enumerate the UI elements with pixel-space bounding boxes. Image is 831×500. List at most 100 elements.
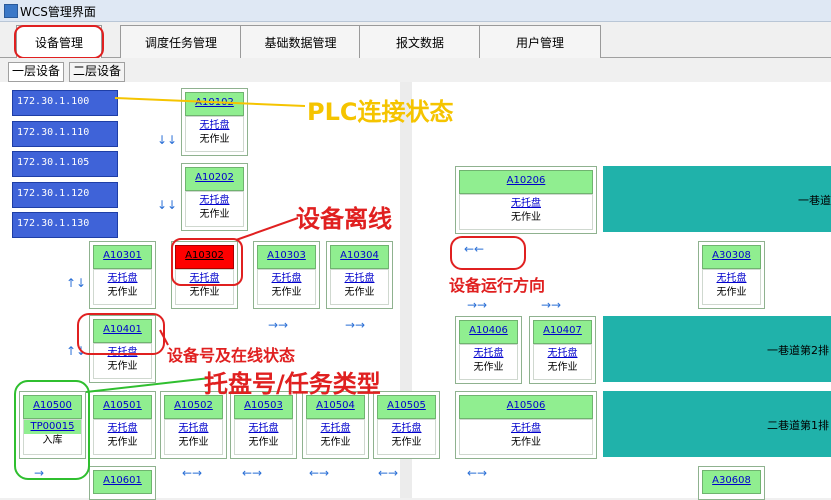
device-id[interactable]: A10504 [306, 395, 365, 419]
device-id[interactable]: A10601 [93, 470, 152, 494]
task-label: 无作业 [320, 437, 351, 448]
device-id[interactable]: A10505 [377, 395, 436, 419]
device-id[interactable]: A10503 [234, 395, 293, 419]
tray-link[interactable]: 无托盘 [511, 423, 541, 434]
device-A10502[interactable]: A10502 无托盘无作业 [160, 391, 227, 459]
task-label: 无作业 [511, 212, 541, 223]
lane-2-row-1-label: 二巷道第1排 [767, 419, 829, 432]
device-id[interactable]: A30308 [702, 245, 761, 269]
device-id[interactable]: A10501 [93, 395, 152, 419]
task-label: 无作业 [107, 437, 138, 448]
plc-status-5: 172.30.1.130 [12, 212, 118, 238]
annotation-tray-task: 托盘号/任务类型 [204, 370, 381, 398]
tray-link[interactable]: 无托盘 [473, 348, 504, 359]
task-label: 无作业 [511, 437, 541, 448]
device-A10407[interactable]: A10407 无托盘无作业 [529, 316, 596, 384]
annotation-device-online: 设备号及在线状态 [167, 346, 296, 365]
arrow-left-right-icon: ←→ [182, 466, 203, 480]
tab-device-management[interactable]: 设备管理 [16, 25, 102, 59]
device-A10206[interactable]: A10206 无托盘无作业 [455, 166, 597, 234]
tab-layer-1[interactable]: 一层设备 [8, 62, 65, 82]
device-A30608[interactable]: A30608 [698, 466, 765, 500]
plc-status-2: 172.30.1.110 [12, 121, 118, 147]
device-A10504[interactable]: A10504 无托盘无作业 [302, 391, 369, 459]
arrow-up-down-icon: ↑↓ [66, 276, 87, 290]
device-id[interactable]: A10407 [533, 320, 592, 344]
device-A30308[interactable]: A30308 无托盘无作业 [698, 241, 765, 309]
arrow-right-icon: →→ [541, 298, 562, 312]
tray-link[interactable]: 无托盘 [344, 273, 375, 284]
device-id[interactable]: A10202 [185, 167, 244, 191]
task-label: 无作业 [248, 437, 279, 448]
task-label: 无作业 [391, 437, 422, 448]
device-A10202[interactable]: A10202 无托盘无作业 [181, 163, 248, 231]
device-id[interactable]: A10506 [459, 395, 593, 419]
task-label: 无作业 [716, 287, 747, 298]
tab-user-management[interactable]: 用户管理 [479, 25, 601, 58]
device-A10302[interactable]: A10302 无托盘无作业 [171, 241, 238, 309]
task-label: 无作业 [178, 437, 209, 448]
window-title: WCS管理界面 [20, 5, 96, 19]
tray-link[interactable]: 无托盘 [716, 273, 747, 284]
tray-link[interactable]: 无托盘 [107, 347, 138, 358]
tab-layer-2[interactable]: 二层设备 [69, 62, 126, 82]
device-A10503[interactable]: A10503 无托盘无作业 [230, 391, 297, 459]
lane-1-row-2: 一巷道第2排 [603, 316, 831, 382]
sub-tabstrip [0, 58, 831, 82]
device-A10501[interactable]: A10501 无托盘无作业 [89, 391, 156, 459]
device-A10304[interactable]: A10304 无托盘无作业 [326, 241, 393, 309]
annotation-ring-direction [450, 236, 526, 270]
arrow-down-icon: ↓↓ [157, 133, 178, 147]
tray-link[interactable]: 无托盘 [391, 423, 422, 434]
tray-link[interactable]: 无托盘 [320, 423, 351, 434]
task-label: 无作业 [547, 362, 578, 373]
device-A10303[interactable]: A10303 无托盘无作业 [253, 241, 320, 309]
tray-link-loaded[interactable]: TP00015 [24, 420, 81, 434]
arrow-down-icon: ↓↓ [157, 198, 178, 212]
device-A10406[interactable]: A10406 无托盘无作业 [455, 316, 522, 384]
tray-link[interactable]: 无托盘 [178, 423, 209, 434]
device-id[interactable]: A10500 [23, 395, 82, 419]
device-id[interactable]: A10303 [257, 245, 316, 269]
annotation-ring-offline [171, 238, 243, 286]
arrow-left-right-icon: ←→ [309, 466, 330, 480]
device-id[interactable]: A10406 [459, 320, 518, 344]
tray-link[interactable]: 无托盘 [107, 273, 138, 284]
device-A10505[interactable]: A10505 无托盘无作业 [373, 391, 440, 459]
device-id[interactable]: A10502 [164, 395, 223, 419]
device-id[interactable]: A10401 [93, 319, 152, 343]
annotation-plc-status: PLC连接状态 [307, 98, 454, 126]
arrow-right-icon: →→ [268, 318, 289, 332]
tray-link[interactable]: 无托盘 [248, 423, 279, 434]
tray-link[interactable]: 无托盘 [189, 273, 220, 284]
lane-1: 一巷道 [603, 166, 831, 232]
tray-link[interactable]: 无托盘 [511, 198, 541, 209]
tray-link[interactable]: 无托盘 [199, 195, 230, 206]
task-label: 无作业 [344, 287, 375, 298]
lane-1-row-2-label: 一巷道第2排 [767, 344, 829, 357]
device-A10506[interactable]: A10506 无托盘无作业 [455, 391, 597, 459]
task-label: 无作业 [107, 361, 138, 372]
device-id-offline[interactable]: A10302 [175, 245, 234, 269]
tab-basic-data[interactable]: 基础数据管理 [240, 25, 361, 58]
arrow-left-icon: ←← [464, 242, 485, 256]
arrow-right-icon: → [34, 466, 45, 480]
device-id[interactable]: A30608 [702, 470, 761, 494]
device-A10401[interactable]: A10401 无托盘无作业 [89, 315, 156, 383]
tray-link[interactable]: 无托盘 [271, 273, 302, 284]
device-A10301[interactable]: A10301 无托盘无作业 [89, 241, 156, 309]
device-id[interactable]: A10304 [330, 245, 389, 269]
task-label: 无作业 [271, 287, 302, 298]
annotation-run-direction: 设备运行方向 [449, 276, 546, 295]
tray-link[interactable]: 无托盘 [107, 423, 138, 434]
device-id[interactable]: A10206 [459, 170, 593, 194]
tray-link[interactable]: 无托盘 [199, 120, 230, 131]
tray-link[interactable]: 无托盘 [547, 348, 578, 359]
tab-schedule-task[interactable]: 调度任务管理 [120, 25, 242, 58]
device-id[interactable]: A10301 [93, 245, 152, 269]
task-label: 无作业 [473, 362, 504, 373]
plc-status-4: 172.30.1.120 [12, 182, 118, 208]
task-label: 无作业 [199, 134, 230, 145]
